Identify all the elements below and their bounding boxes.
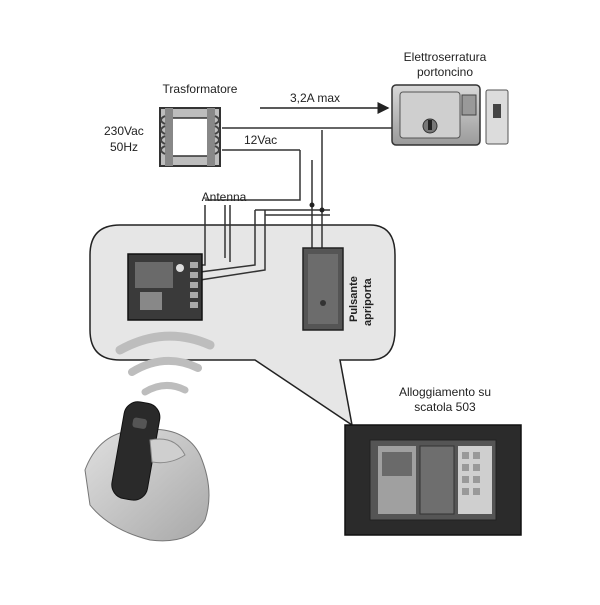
receiver-module-icon [127,253,203,321]
housing-label-line2: scatola 503 [414,400,476,414]
housing-label-line1: Alloggiamento su [398,385,492,399]
hand-remote-icon [84,401,210,542]
button-label-line1: Pulsante [348,276,360,322]
wall-plate-icon [344,424,522,536]
input-voltage-label: 230Vac [104,124,144,138]
electric-lock-icon [391,84,509,146]
transformer-icon [159,107,221,167]
input-frequency-label: 50Hz [110,140,139,154]
lock-label-line2: portoncino [416,65,474,79]
lock-label-line1: Elettroserratura [403,50,487,64]
antenna-label: Antenna [201,190,247,204]
transformer-label: Trasformatore [162,82,238,96]
push-button-icon [302,247,344,331]
output-voltage-label: 12Vac [244,133,278,147]
button-label-line2: apriporta [362,278,374,326]
current-label: 3,2A max [290,91,341,105]
radio-signal-icon [115,331,215,396]
